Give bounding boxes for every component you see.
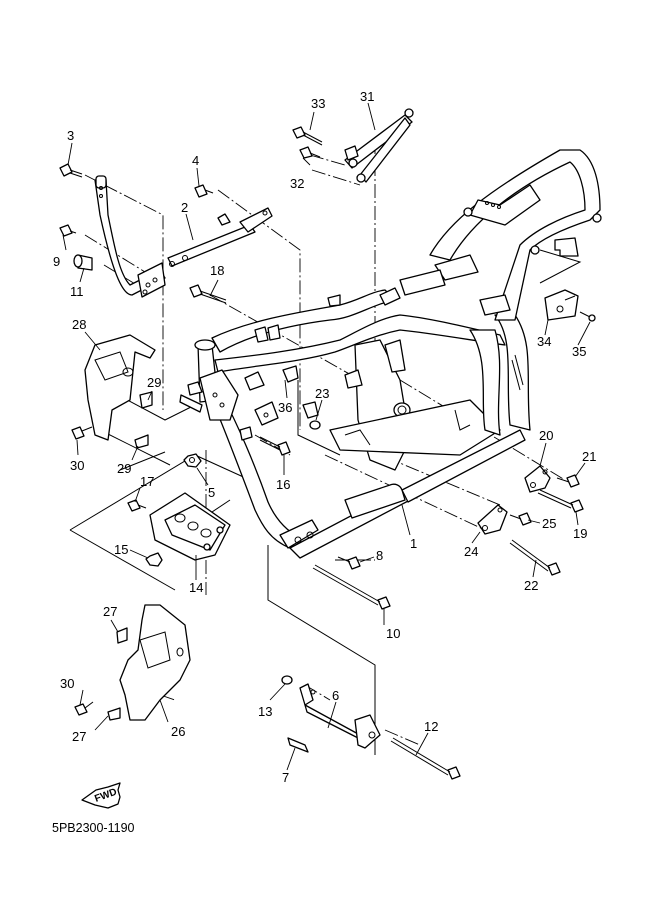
callout-30-upper: 30 xyxy=(70,458,84,473)
part-34-damper xyxy=(544,289,579,321)
part-2-frame-stay xyxy=(167,207,273,267)
callout-23: 23 xyxy=(315,386,329,401)
fwd-arrow-icon xyxy=(81,782,121,809)
part-28-cover xyxy=(84,334,156,449)
callout-27-upper: 27 xyxy=(103,604,117,619)
callout-29-upper: 29 xyxy=(147,375,161,390)
bracket-assembly xyxy=(94,175,166,298)
callouts: 1 2 3 4 5 6 7 8 9 10 11 12 13 14 15 16 1… xyxy=(53,89,596,785)
callout-4: 4 xyxy=(192,153,199,168)
leader-lines xyxy=(62,102,591,771)
callout-3: 3 xyxy=(67,128,74,143)
part-11-collar xyxy=(73,254,93,271)
part-29-lower xyxy=(134,434,149,449)
part-20-bracket xyxy=(524,465,551,493)
callout-14: 14 xyxy=(189,580,203,595)
callout-18: 18 xyxy=(210,263,224,278)
diagram-code: 5PB2300-1190 xyxy=(52,821,135,835)
part-31-stay xyxy=(344,108,414,183)
callout-17: 17 xyxy=(140,474,154,489)
callout-25: 25 xyxy=(542,516,556,531)
callout-2: 2 xyxy=(181,200,188,215)
callout-32: 32 xyxy=(290,176,304,191)
part-26-cover xyxy=(107,604,191,721)
part-14-engine-mount xyxy=(149,492,231,561)
callout-5: 5 xyxy=(208,485,215,500)
callout-21: 21 xyxy=(582,449,596,464)
callout-12: 12 xyxy=(424,719,438,734)
callout-34: 34 xyxy=(537,334,551,349)
part-1-tube xyxy=(344,483,406,519)
steering-head-top xyxy=(194,339,216,351)
callout-10: 10 xyxy=(386,626,400,641)
callout-24: 24 xyxy=(464,544,478,559)
callout-31: 31 xyxy=(360,89,374,104)
callout-11: 11 xyxy=(70,284,84,299)
nut-5 xyxy=(183,453,202,468)
part-24-bracket xyxy=(477,504,508,535)
callout-16: 16 xyxy=(276,477,290,492)
callout-28: 28 xyxy=(72,317,86,332)
bolts xyxy=(59,126,596,780)
callout-6: 6 xyxy=(332,688,339,703)
callout-33: 33 xyxy=(311,96,325,111)
callout-36: 36 xyxy=(278,400,292,415)
nut-15 xyxy=(145,552,163,567)
callout-22: 22 xyxy=(524,578,538,593)
nuts-washers xyxy=(145,420,321,685)
callout-19: 19 xyxy=(573,526,587,541)
washer-23 xyxy=(309,420,321,430)
main-frame xyxy=(179,149,602,559)
callout-29-lower: 29 xyxy=(117,461,131,476)
callout-20: 20 xyxy=(539,428,553,443)
nut-13 xyxy=(281,675,293,685)
callout-7: 7 xyxy=(282,770,289,785)
part-6-bracket xyxy=(287,683,381,753)
part-36-plate xyxy=(282,365,299,383)
callout-27-lower: 27 xyxy=(72,729,86,744)
part-7-pin xyxy=(287,737,309,753)
callout-26: 26 xyxy=(171,724,185,739)
part-29-upper xyxy=(139,391,153,409)
forward-direction-indicator: FWD xyxy=(81,782,121,809)
callout-8: 8 xyxy=(376,548,383,563)
part-27-upper xyxy=(116,627,128,644)
callout-1: 1 xyxy=(410,536,417,551)
callout-15: 15 xyxy=(114,542,128,557)
callout-9: 9 xyxy=(53,254,60,269)
callout-13: 13 xyxy=(258,704,272,719)
callout-35: 35 xyxy=(572,344,586,359)
part-27-lower xyxy=(107,707,121,721)
callout-30-lower: 30 xyxy=(60,676,74,691)
